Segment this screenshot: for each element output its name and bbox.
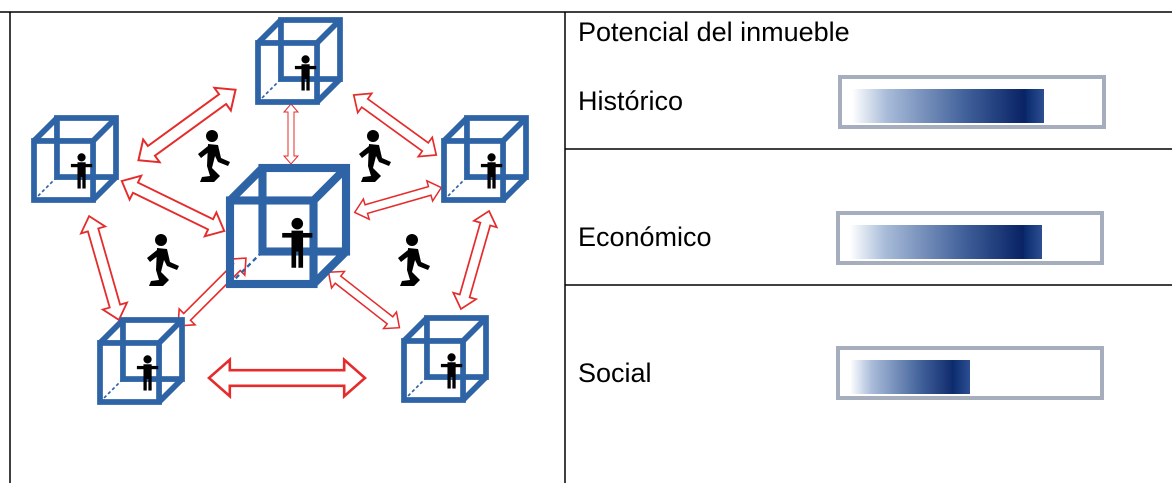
double-arrow-icon (448, 206, 502, 314)
label-historico: Histórico (578, 86, 684, 116)
double-arrow-icon (321, 263, 407, 337)
bar-economico (836, 211, 1104, 265)
walking-person-icon (147, 234, 179, 286)
bar-fill-economico (850, 225, 1042, 259)
bar-historico (838, 75, 1106, 129)
label-economico: Económico (578, 222, 712, 252)
double-arrow-icon (129, 77, 245, 173)
panel-title: Potencial del inmueble (578, 17, 850, 47)
cube-person-icon (100, 320, 182, 402)
walking-person-icon (398, 234, 430, 286)
walking-person-icon (359, 130, 391, 182)
cube-person-icon (230, 168, 346, 284)
walking-person-icon (198, 130, 230, 182)
double-arrow-icon (283, 103, 299, 165)
double-arrow-icon (351, 176, 445, 224)
cube-person-icon (444, 118, 526, 200)
double-arrow-icon (76, 211, 132, 325)
bar-fill-historico (852, 89, 1044, 123)
label-social: Social (578, 358, 652, 388)
cube-person-icon (404, 318, 486, 400)
bar-fill-social (850, 360, 970, 394)
cube-person-icon (258, 20, 340, 102)
bar-social (836, 346, 1104, 400)
double-arrow-icon (207, 358, 367, 398)
cube-person-icon (34, 118, 116, 200)
